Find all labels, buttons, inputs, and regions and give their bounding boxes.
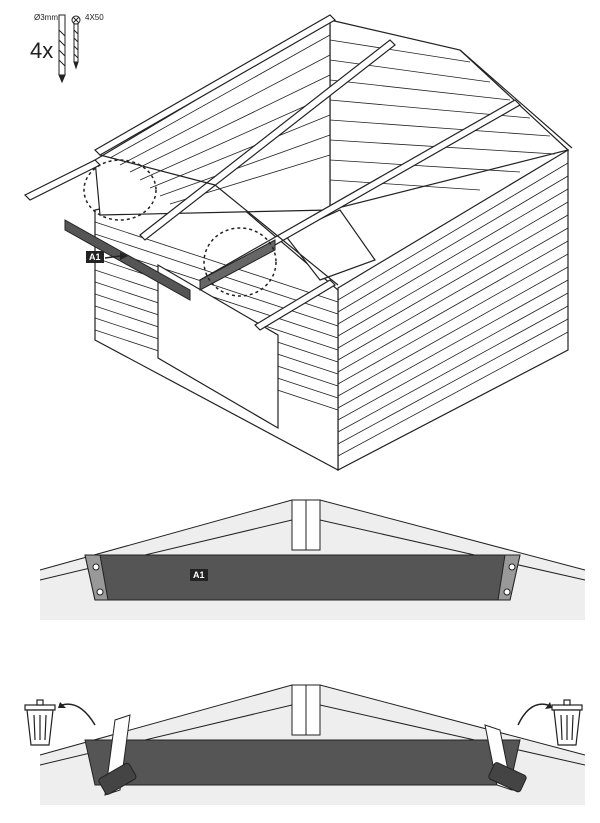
gable-board-a1 bbox=[64, 219, 191, 301]
screw-size-label: 4X50 bbox=[85, 13, 104, 22]
detail-panel-1 bbox=[39, 499, 586, 620]
screw-head-icon bbox=[96, 588, 104, 596]
trash-can-icon bbox=[24, 699, 56, 746]
arrow-icon bbox=[517, 703, 549, 726]
screw-head-icon bbox=[92, 563, 100, 571]
quantity-label: 4x bbox=[30, 38, 54, 63]
trash-can-icon bbox=[551, 699, 583, 746]
detail-circle-right bbox=[203, 227, 277, 297]
part-tag-a1: A1 bbox=[86, 251, 104, 263]
drill-diameter-label: Ø3mm bbox=[34, 13, 58, 22]
detail-panel-2 bbox=[24, 684, 586, 805]
detail-board-a1 bbox=[84, 554, 521, 601]
shed-illustration bbox=[23, 14, 573, 472]
purlin-1 bbox=[23, 159, 102, 201]
purlin-4 bbox=[254, 279, 336, 331]
detail-circle-left bbox=[83, 159, 157, 221]
screw-head-icon bbox=[508, 563, 516, 571]
tape-roll-right bbox=[488, 762, 527, 793]
tape-roll-left bbox=[98, 762, 137, 795]
drill-bit-icon bbox=[58, 14, 66, 84]
detail-part-tag-a1: A1 bbox=[190, 569, 208, 581]
purlin-2 bbox=[139, 39, 396, 241]
screw-icon bbox=[71, 15, 81, 70]
screw-head-icon bbox=[503, 588, 511, 596]
ridge-beam bbox=[94, 14, 336, 156]
door-opening bbox=[157, 263, 279, 430]
gable-board-a1-right bbox=[199, 239, 276, 291]
arrow-icon bbox=[61, 703, 96, 726]
